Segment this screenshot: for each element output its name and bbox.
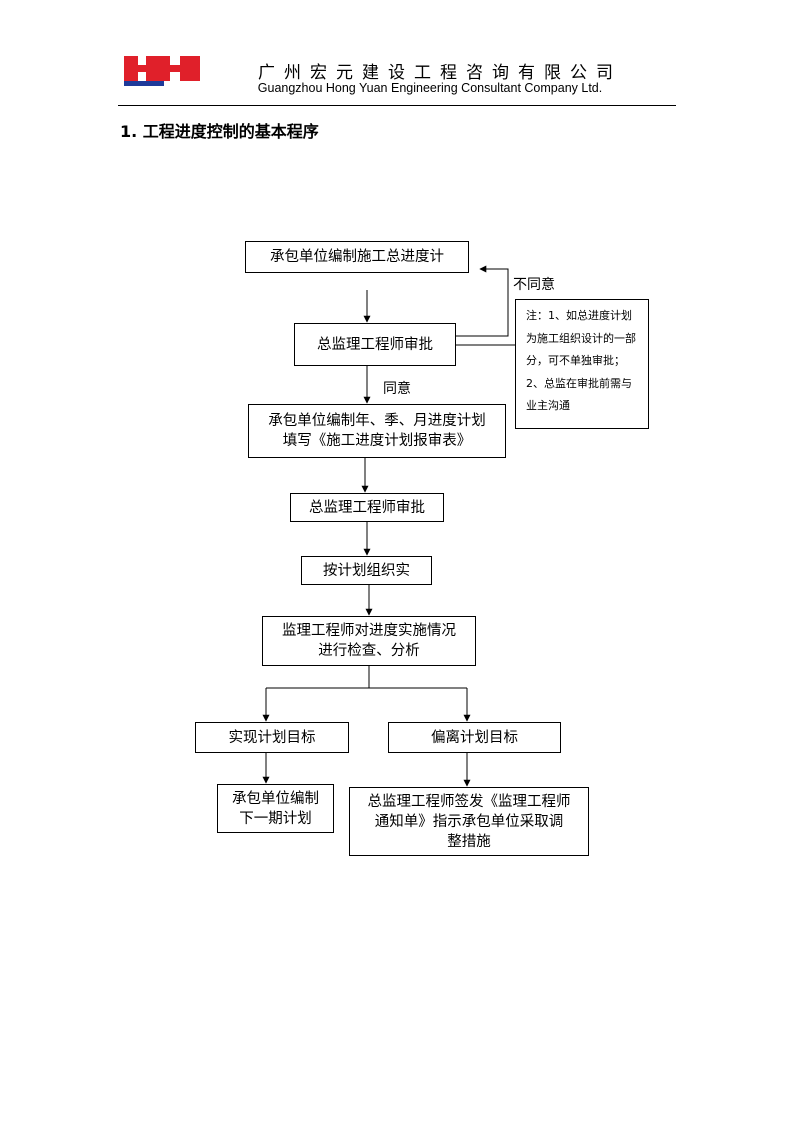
label-agree: 同意 (383, 381, 411, 397)
step-next-plan: 承包单位编制 下一期计划 (217, 784, 334, 833)
branch-split-line (266, 666, 467, 689)
step-correction-notice: 总监理工程师签发《监理工程师 通知单》指示承包单位采取调 整措施 (349, 787, 589, 856)
step-chief-approval-1: 总监理工程师审批 (294, 323, 456, 366)
company-name-cn: 广州宏元建设工程咨询有限公司 (258, 63, 622, 83)
company-logo (124, 56, 200, 86)
step-implement: 按计划组织实 (301, 556, 432, 585)
header-divider (118, 105, 676, 106)
section-title: 1. 工程进度控制的基本程序 (120, 122, 319, 141)
step-chief-approval-2: 总监理工程师审批 (290, 493, 444, 522)
label-disagree: 不同意 (513, 277, 555, 293)
step-achieve-target: 实现计划目标 (195, 722, 349, 753)
step-inspection: 监理工程师对进度实施情况 进行检查、分析 (262, 616, 476, 666)
step-deviate-target: 偏离计划目标 (388, 722, 561, 753)
step-master-schedule: 承包单位编制施工总进度计 (245, 241, 469, 273)
disagree-loop-line (456, 265, 509, 337)
step-periodic-plan: 承包单位编制年、季、月进度计划 填写《施工进度计划报审表》 (248, 404, 506, 458)
approval-note: 注：1、如总进度计划为施工组织设计的一部分，可不单独审批；2、总监在审批前需与业… (515, 299, 649, 429)
company-name-en: Guangzhou Hong Yuan Engineering Consulta… (257, 81, 603, 95)
